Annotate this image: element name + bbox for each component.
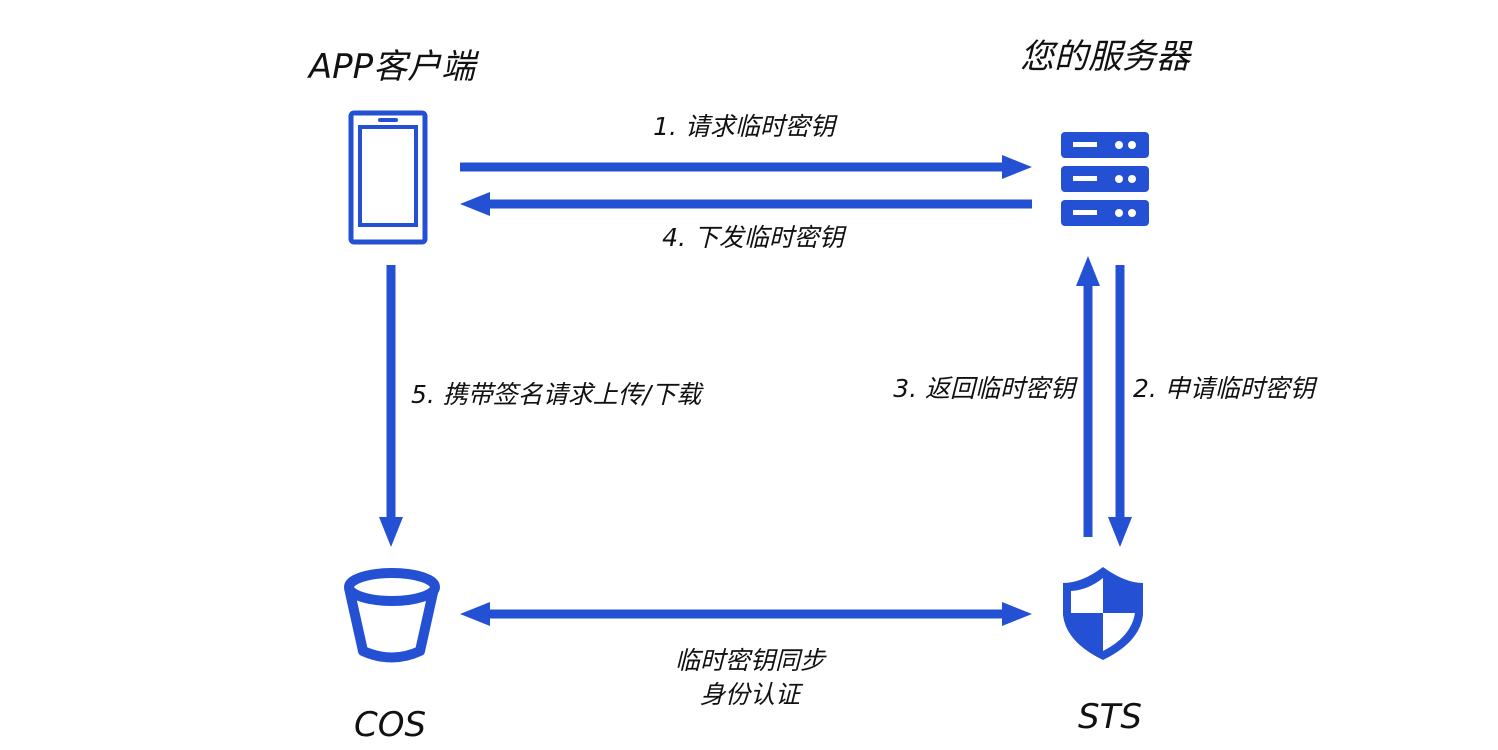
arrow-apply-key [1108, 265, 1132, 547]
shield-icon [1063, 567, 1143, 660]
sts-title: STS [1078, 697, 1142, 737]
arrow-key-sync [460, 602, 1032, 626]
your-server-title: 您的服务器 [1020, 37, 1193, 77]
arrow-issue-key [460, 192, 1032, 216]
app-client-title: APP客户端 [307, 47, 480, 87]
cos-title: COS [354, 705, 426, 745]
arrow-request-key [460, 155, 1032, 179]
label-return-key: 3. 返回临时密钥 [893, 374, 1078, 403]
mobile-phone-icon [348, 110, 428, 245]
arrow-upload-download [379, 265, 403, 547]
label-apply-key: 2. 申请临时密钥 [1133, 374, 1318, 403]
label-issue-key: 4. 下发临时密钥 [662, 223, 847, 252]
server-rack-icon [1061, 132, 1149, 226]
storage-bucket-icon [344, 568, 440, 663]
label-upload-download: 5. 携带签名请求上传/下载 [411, 380, 704, 409]
label-sync-line1: 临时密钥同步 [675, 646, 827, 675]
arrow-return-key [1076, 256, 1100, 537]
label-sync-line2: 身份认证 [700, 680, 804, 709]
label-request-key: 1. 请求临时密钥 [653, 112, 838, 141]
